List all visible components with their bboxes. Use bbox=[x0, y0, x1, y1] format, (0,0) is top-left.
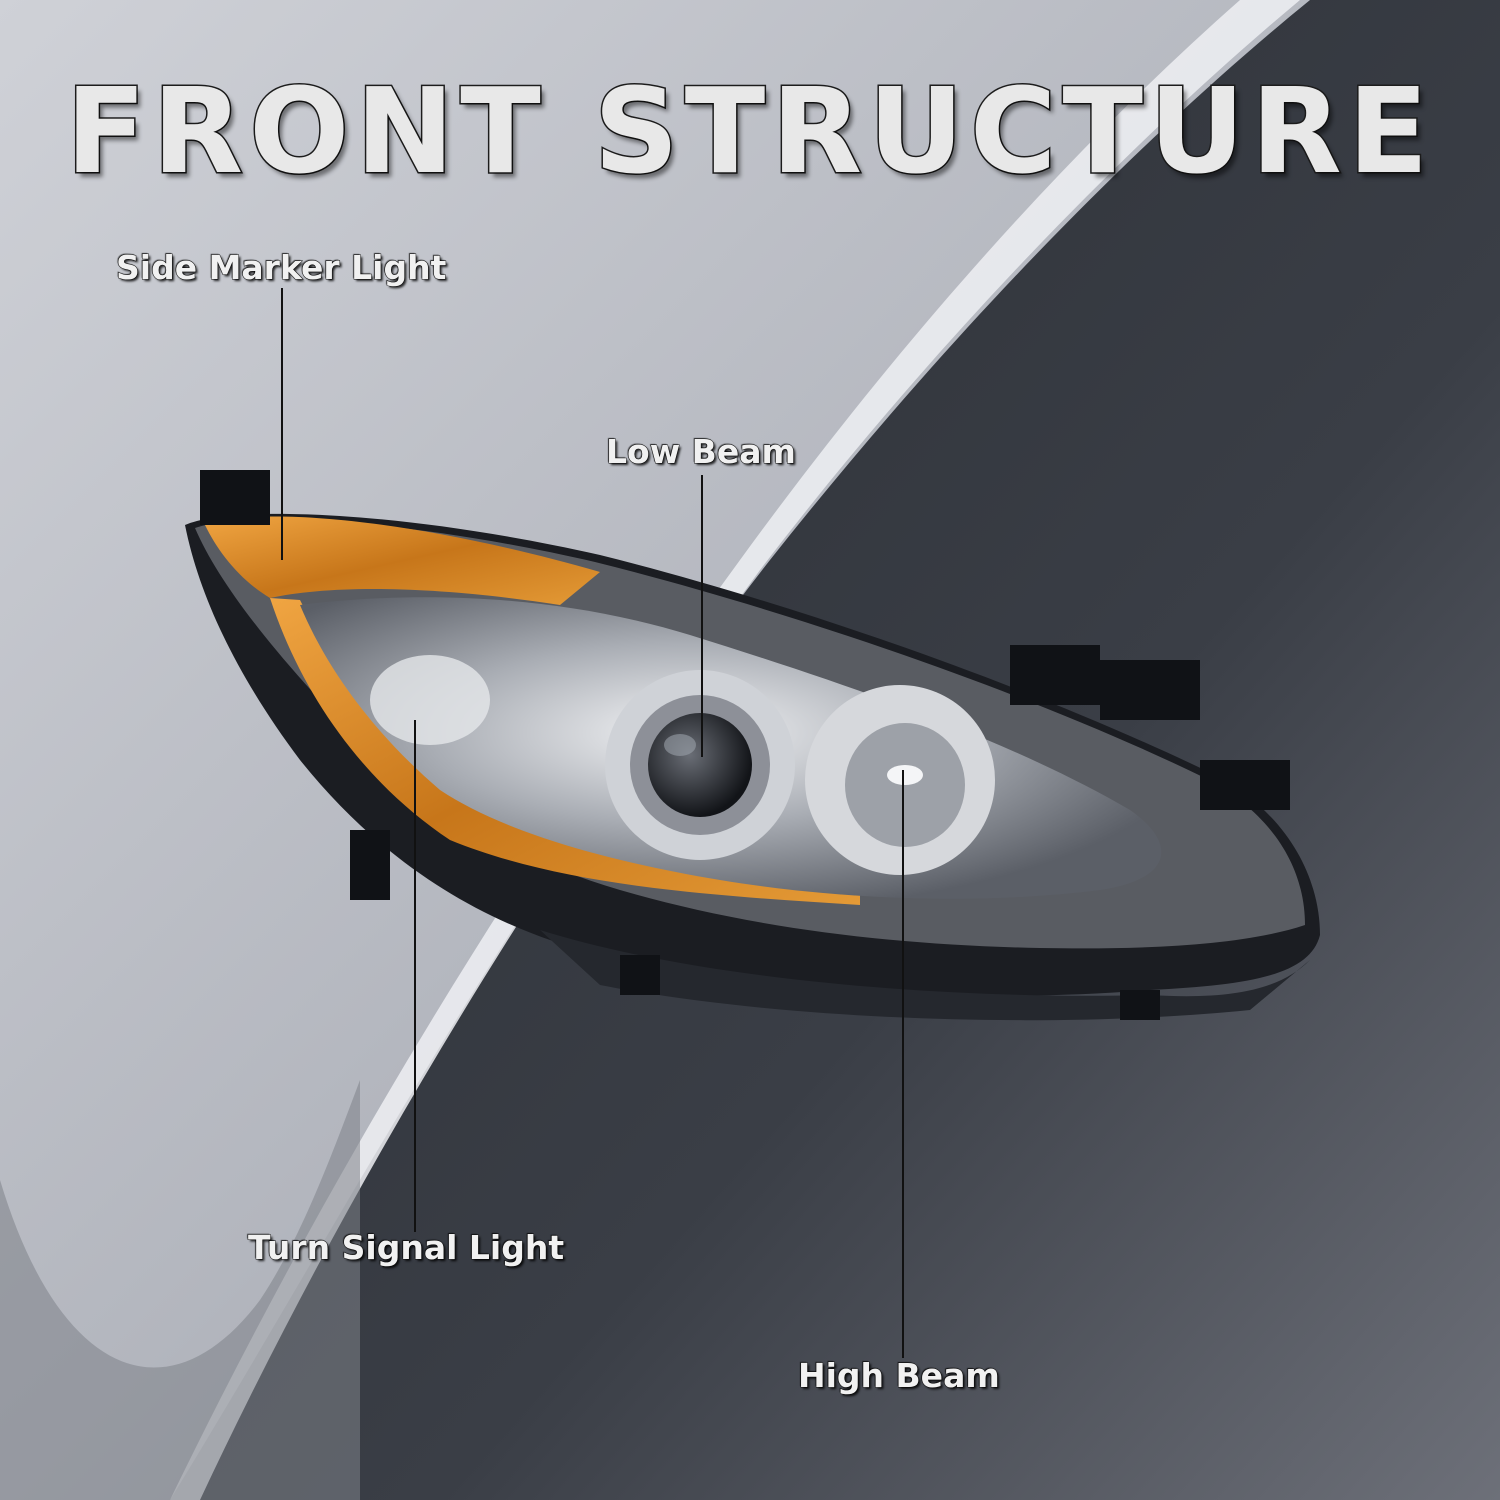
side-marker-lens bbox=[205, 516, 600, 605]
headlight-assembly bbox=[185, 470, 1320, 1021]
side-marker-leader bbox=[281, 288, 283, 560]
low-beam-label: Low Beam bbox=[606, 432, 797, 472]
page-title: FRONT STRUCTURE bbox=[64, 61, 1435, 202]
low-beam-leader bbox=[701, 475, 703, 757]
high-beam-label: High Beam bbox=[798, 1356, 1001, 1396]
side-marker-label: Side Marker Light bbox=[115, 248, 447, 288]
high-beam-leader bbox=[902, 770, 904, 1358]
turn-signal-label: Turn Signal Light bbox=[247, 1228, 565, 1268]
turn-signal-leader bbox=[414, 720, 416, 1232]
